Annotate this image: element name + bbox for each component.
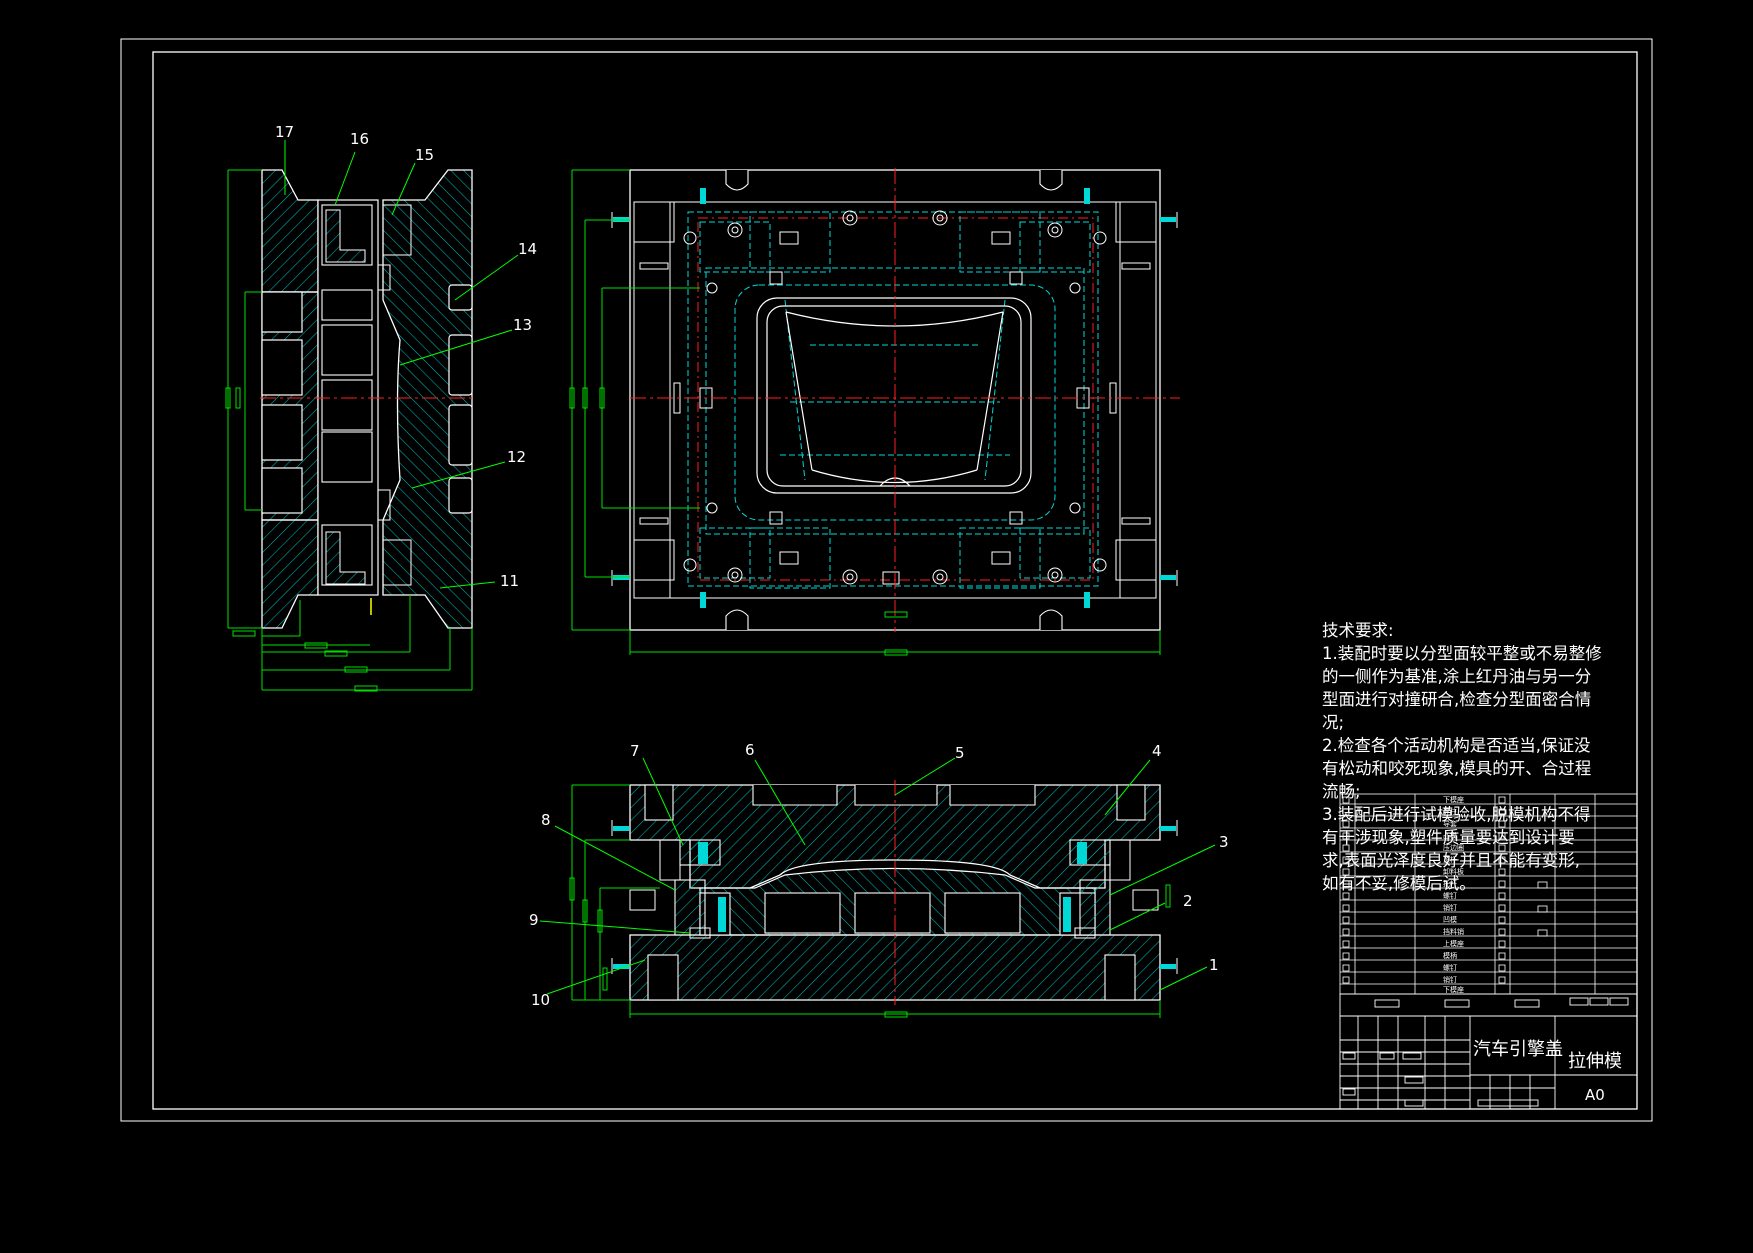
plan-view-dimensions — [569, 169, 1161, 656]
side-section-view — [225, 169, 475, 692]
inner-frame — [152, 51, 1638, 1110]
tech-req-line: 型面进行对撞研合,检查分型面密合情 — [1322, 690, 1591, 709]
part-label: 10 — [531, 991, 550, 1009]
side-view-dimensions — [225, 169, 473, 692]
title-block — [1339, 993, 1638, 1110]
tech-req-line: 流畅; — [1322, 782, 1361, 801]
bom-row-name: 模柄 — [1443, 951, 1457, 960]
tech-req-heading: 技术要求: — [1322, 621, 1394, 640]
bom-row-name: 螺钉 — [1443, 891, 1457, 900]
plan-view — [569, 168, 1180, 656]
bom-row-names: 下模座 导柱 导套 凸模 压边圈 顶杆 卸料板 托杆 螺钉 销钉 凹模 挡料销 … — [1443, 795, 1464, 994]
part-label: 14 — [518, 240, 537, 258]
leader-lines — [284, 140, 1216, 995]
part-label: 3 — [1219, 833, 1229, 851]
bom-row-name: 托杆 — [1443, 879, 1457, 888]
tech-req-line: 1.装配时要以分型面较平整或不易整修 — [1322, 644, 1602, 663]
bill-of-materials — [1339, 793, 1638, 995]
bom-row-name: 上模座 — [1443, 939, 1464, 948]
bom-row-name: 下模座 — [1443, 795, 1464, 804]
part-label: 7 — [630, 742, 640, 760]
bom-row-name: 销钉 — [1443, 975, 1457, 984]
tech-req-line: 2.检查各个活动机构是否适当,保证没 — [1322, 736, 1591, 755]
part-label: 15 — [415, 146, 434, 164]
outer-frame — [120, 38, 1653, 1122]
part-label: 11 — [500, 572, 519, 590]
part-labels: 1 2 3 4 5 6 7 8 9 10 11 12 13 14 15 16 1… — [275, 123, 1229, 1009]
blank-holder-blocks — [674, 839, 1111, 936]
bom-row-name: 下模座 — [1443, 985, 1464, 994]
part-label: 1 — [1209, 956, 1219, 974]
part-label: 12 — [507, 448, 526, 466]
tech-req-line: 况; — [1322, 713, 1344, 732]
bom-row-name: 凸模 — [1443, 831, 1457, 840]
part-label: 17 — [275, 123, 294, 141]
front-view-dimensions — [569, 784, 1171, 1018]
part-label: 9 — [529, 911, 539, 929]
sheet-size: A0 — [1585, 1086, 1605, 1104]
part-label: 5 — [955, 744, 965, 762]
upper-die-section — [382, 169, 473, 629]
bom-row-name: 凹模 — [1443, 915, 1457, 924]
bom-row-name: 导套 — [1443, 819, 1457, 828]
tech-req-line: 3.装配后进行试模验收,脱模机构不得 — [1322, 805, 1591, 824]
springs — [698, 842, 1087, 932]
tech-req-line: 求,表面光泽度良好并且不能有变形, — [1322, 851, 1580, 870]
tech-req-line: 有松动和咬死现象,模具的开、合过程 — [1322, 759, 1591, 778]
hood-cavity — [756, 297, 1032, 494]
bom-row-name: 导柱 — [1443, 807, 1457, 816]
part-label: 13 — [513, 316, 532, 334]
bom-row-name: 销钉 — [1443, 903, 1457, 912]
tech-req-line: 有干涉现象,塑件质量要达到设计要 — [1322, 828, 1575, 847]
bom-row-name: 顶杆 — [1443, 855, 1457, 864]
corner-guide-posts — [633, 201, 1157, 581]
bom-row-name: 压边圈 — [1443, 843, 1464, 852]
part-label: 6 — [745, 741, 755, 759]
bom-row-name: 挡料销 — [1443, 927, 1464, 936]
front-section-view — [569, 780, 1178, 1018]
lower-rib-boxes — [261, 291, 303, 514]
part-label: 16 — [350, 130, 369, 148]
bom-row-name: 卸料板 — [1443, 867, 1464, 876]
drawing-name: 拉伸模 — [1568, 1051, 1622, 1072]
part-label: 4 — [1152, 742, 1162, 760]
lower-die-shoe-section — [261, 169, 319, 293]
part-name: 汽车引擎盖 — [1473, 1039, 1563, 1060]
part-label: 8 — [541, 811, 551, 829]
tech-req-line: 的一侧作为基准,涂上红丹油与另一分 — [1322, 667, 1591, 686]
bom-row-name: 螺钉 — [1443, 963, 1457, 972]
hidden-structure — [687, 211, 1099, 589]
part-label: 2 — [1183, 892, 1193, 910]
